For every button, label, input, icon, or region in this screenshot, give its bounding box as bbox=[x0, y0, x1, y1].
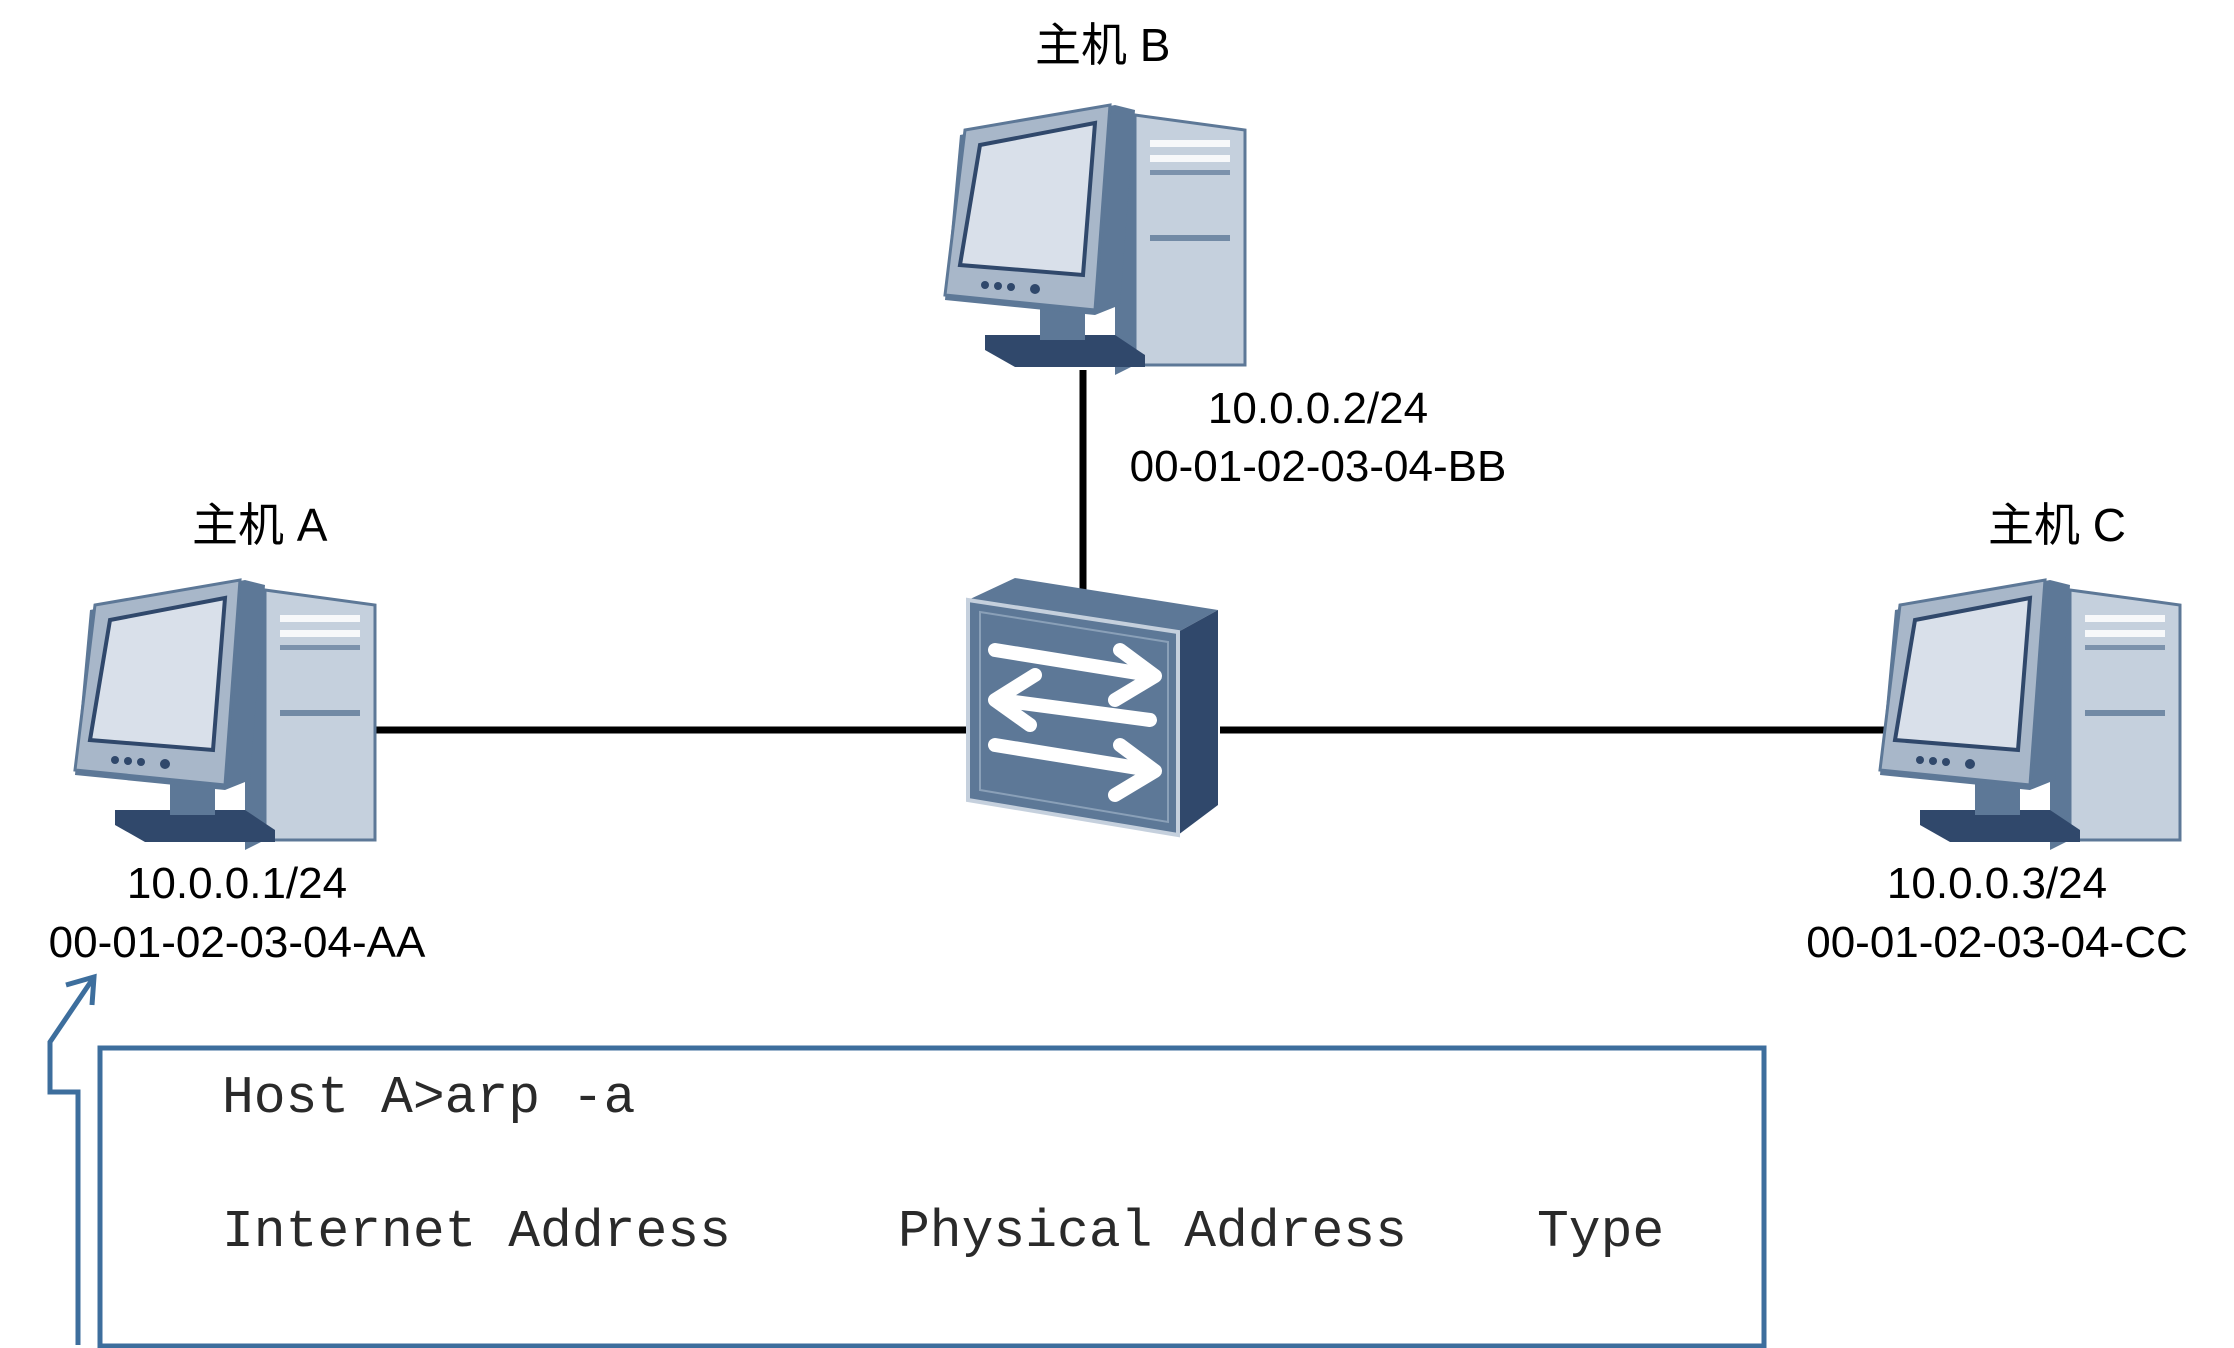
host-a-name: 主机 A bbox=[192, 499, 328, 551]
host-c-name: 主机 C bbox=[1988, 499, 2126, 551]
pointer-arrow bbox=[47, 978, 95, 1345]
host-b-ip: 10.0.0.2/24 bbox=[1207, 384, 1429, 433]
terminal-column-physical-address: Physical Address bbox=[898, 1202, 1407, 1262]
computer-icon-host-a bbox=[73, 578, 377, 852]
terminal-command: Host A>arp -a bbox=[222, 1068, 636, 1128]
pointer-arrowhead-icon bbox=[65, 973, 97, 1006]
terminal-box bbox=[97, 1045, 1767, 1348]
host-a-ip: 10.0.0.1/24 bbox=[126, 859, 348, 908]
computer-icon-host-c bbox=[1878, 578, 2182, 852]
host-b-name: 主机 B bbox=[1035, 19, 1171, 71]
host-b-mac: 00-01-02-03-04-BB bbox=[1129, 442, 1507, 491]
computer-icon-host-b bbox=[943, 103, 1247, 377]
host-a-mac: 00-01-02-03-04-AA bbox=[48, 918, 426, 967]
terminal-column-internet-address: Internet Address bbox=[222, 1202, 731, 1262]
switch-icon bbox=[966, 578, 1218, 838]
host-c-mac: 00-01-02-03-04-CC bbox=[1806, 918, 2188, 967]
terminal-column-type: Type bbox=[1537, 1202, 1665, 1262]
host-c-ip: 10.0.0.3/24 bbox=[1886, 859, 2108, 908]
